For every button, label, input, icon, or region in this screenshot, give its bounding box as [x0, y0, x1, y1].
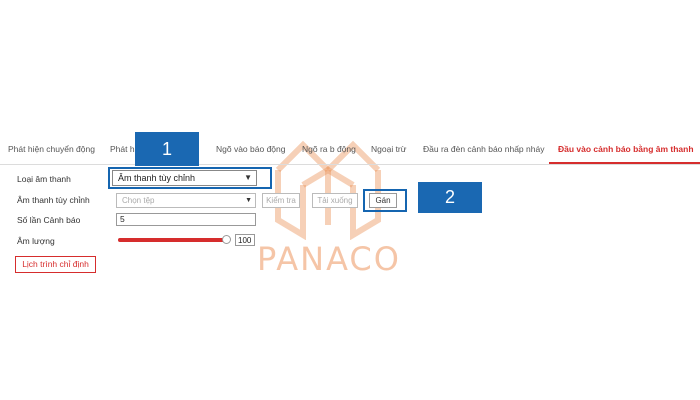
tab-flashing-light-output[interactable]: Đầu ra đèn cảnh báo nhấp nháy: [423, 144, 545, 154]
callout-number-1: 1: [135, 132, 199, 166]
alarm-count-label: Số lần Cảnh báo: [17, 215, 81, 225]
custom-sound-label: Âm thanh tùy chỉnh: [17, 195, 90, 205]
callout-highlight-2: [363, 189, 407, 212]
download-button[interactable]: Tải xuống: [312, 193, 358, 208]
volume-label: Âm lượng: [17, 236, 55, 246]
sound-type-select[interactable]: Âm thanh tùy chỉnh ▼: [112, 170, 257, 186]
tab-audio-alarm[interactable]: Đầu vào cảnh báo bằng âm thanh: [558, 144, 694, 154]
volume-slider-track[interactable]: [118, 238, 228, 242]
volume-slider-handle[interactable]: [222, 235, 231, 244]
custom-sound-file-select[interactable]: Chọn tệp ▼: [116, 193, 256, 208]
tab-bar: Phát hiện chuyển động Phát h Ngõ vào báo…: [0, 134, 700, 165]
schedule-button[interactable]: Lịch trình chỉ định: [15, 256, 96, 273]
sound-type-label: Loại âm thanh: [17, 174, 71, 184]
chevron-down-icon: ▼: [245, 197, 252, 204]
custom-sound-placeholder: Chọn tệp: [122, 196, 155, 205]
callout-highlight-1: [108, 167, 272, 189]
tab-detection-2[interactable]: Phát h: [110, 144, 135, 154]
tab-exception[interactable]: Ngoại trừ: [371, 144, 407, 154]
tab-motion-detection[interactable]: Phát hiện chuyển động: [8, 144, 95, 154]
active-tab-indicator: [549, 162, 700, 164]
alarm-count-input[interactable]: 5: [116, 213, 256, 226]
callout-number-2: 2: [418, 182, 482, 213]
sound-type-value: Âm thanh tùy chỉnh: [118, 173, 196, 183]
tab-alarm-output[interactable]: Ngõ ra b động: [302, 144, 356, 154]
volume-value[interactable]: 100: [235, 234, 255, 246]
watermark-text: PANACO: [257, 240, 401, 278]
volume-slider-fill: [118, 238, 228, 242]
chevron-down-icon: ▼: [244, 173, 252, 182]
check-button[interactable]: Kiểm tra: [262, 193, 300, 208]
assign-button[interactable]: Gán: [369, 193, 397, 208]
tab-alarm-input[interactable]: Ngõ vào báo động: [216, 144, 286, 154]
